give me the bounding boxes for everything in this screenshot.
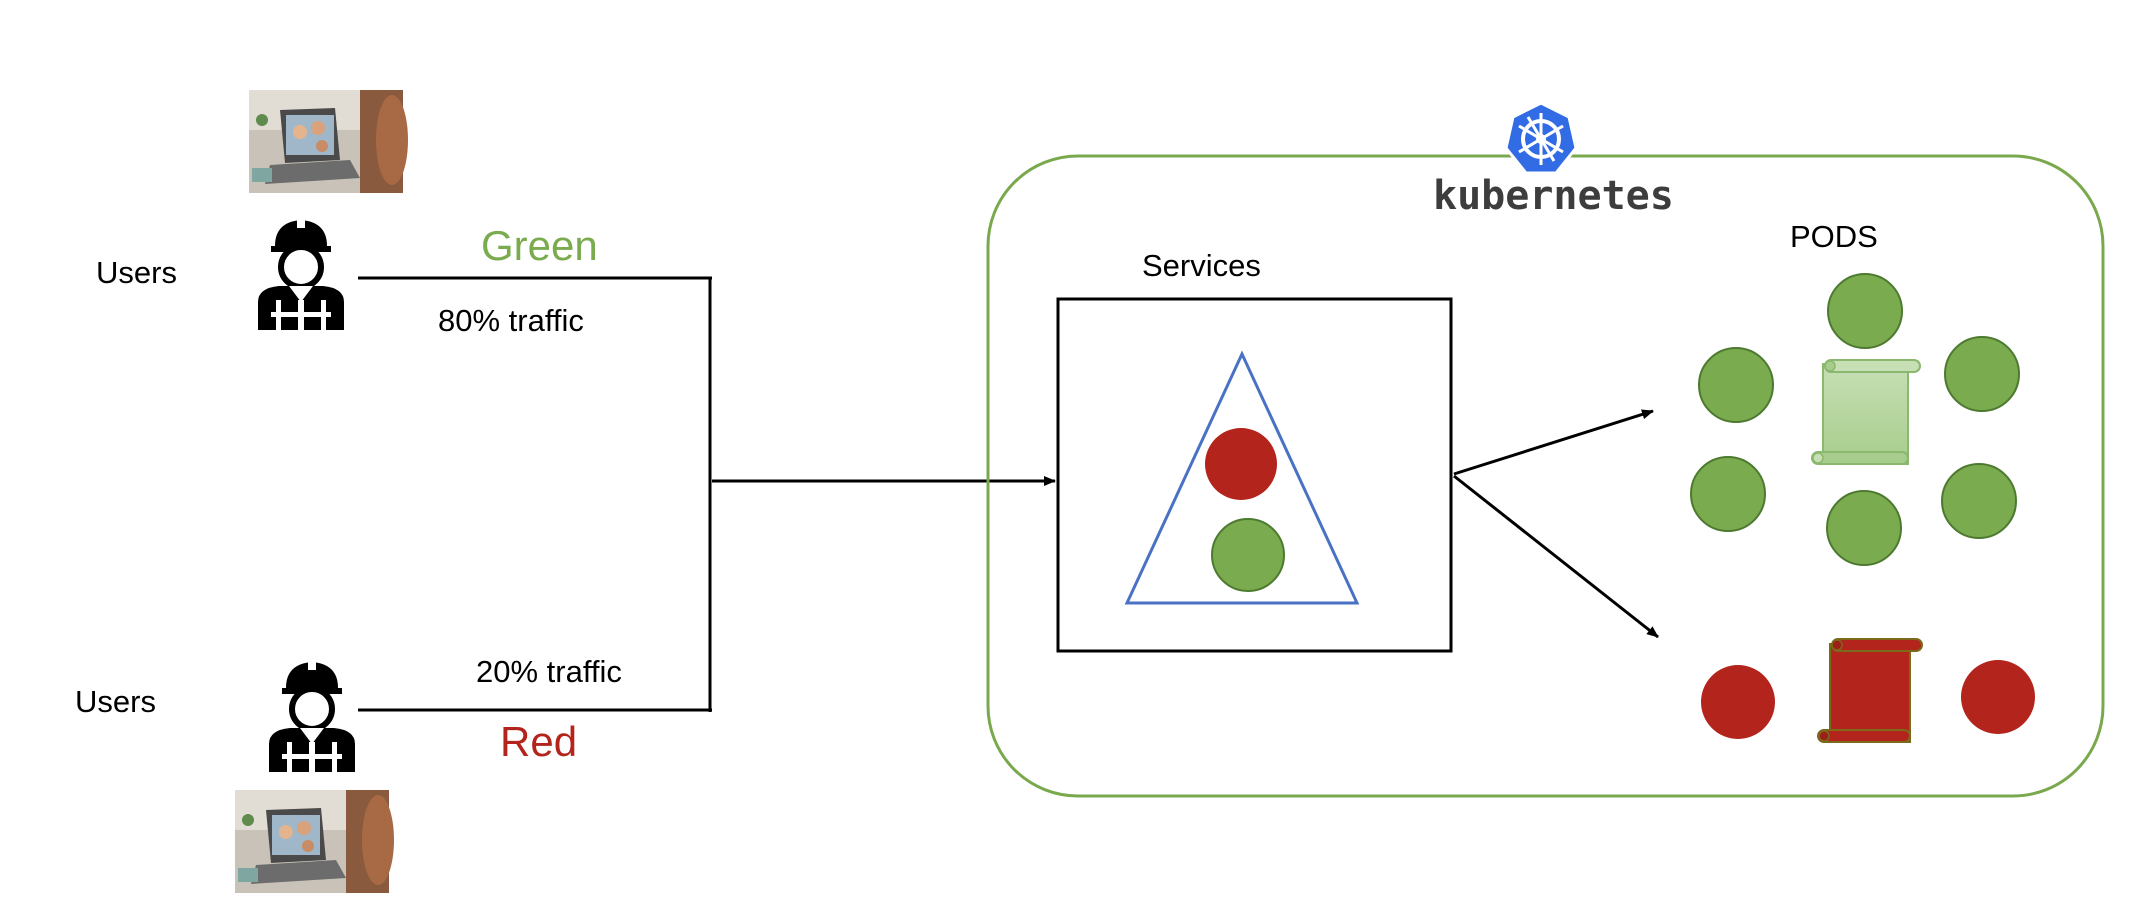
services-label: Services [1142, 248, 1261, 283]
bottom-users-label: Users [75, 684, 156, 719]
to-green-pods-arrow [1453, 409, 1654, 476]
green-scroll-icon [1811, 359, 1921, 465]
green-pod [1690, 456, 1766, 532]
top-users-label: Users [96, 255, 177, 290]
bottom-user-icon [269, 660, 355, 772]
green-label: Green [481, 222, 598, 269]
services-box [1056, 297, 1453, 653]
kubernetes-helm-icon [1504, 101, 1578, 175]
red-traffic-label: 20% traffic [476, 654, 622, 689]
green-pod [1827, 273, 1903, 349]
red-scroll-icon [1817, 638, 1923, 743]
red-pod [1961, 660, 2035, 734]
service-green-dot [1211, 518, 1285, 592]
green-pod [1941, 463, 2017, 539]
top-user-icon [258, 218, 344, 330]
green-traffic-label: 80% traffic [438, 303, 584, 338]
service-triangle [1124, 350, 1360, 605]
pods-label: PODS [1790, 219, 1878, 254]
routing-lines [358, 276, 1056, 712]
to-red-pods-arrow [1453, 474, 1659, 639]
red-pods [1701, 660, 2035, 739]
service-red-dot [1205, 428, 1277, 500]
red-pod [1701, 665, 1775, 739]
green-pod [1698, 347, 1774, 423]
green-pod [1944, 336, 2020, 412]
green-pod [1826, 490, 1902, 566]
kubernetes-wordmark: kubernetes [1433, 173, 1674, 219]
red-label: Red [500, 718, 578, 765]
bottom-video-call-photo [235, 790, 394, 893]
green-pods [1690, 273, 2020, 566]
top-video-call-photo [249, 90, 408, 193]
